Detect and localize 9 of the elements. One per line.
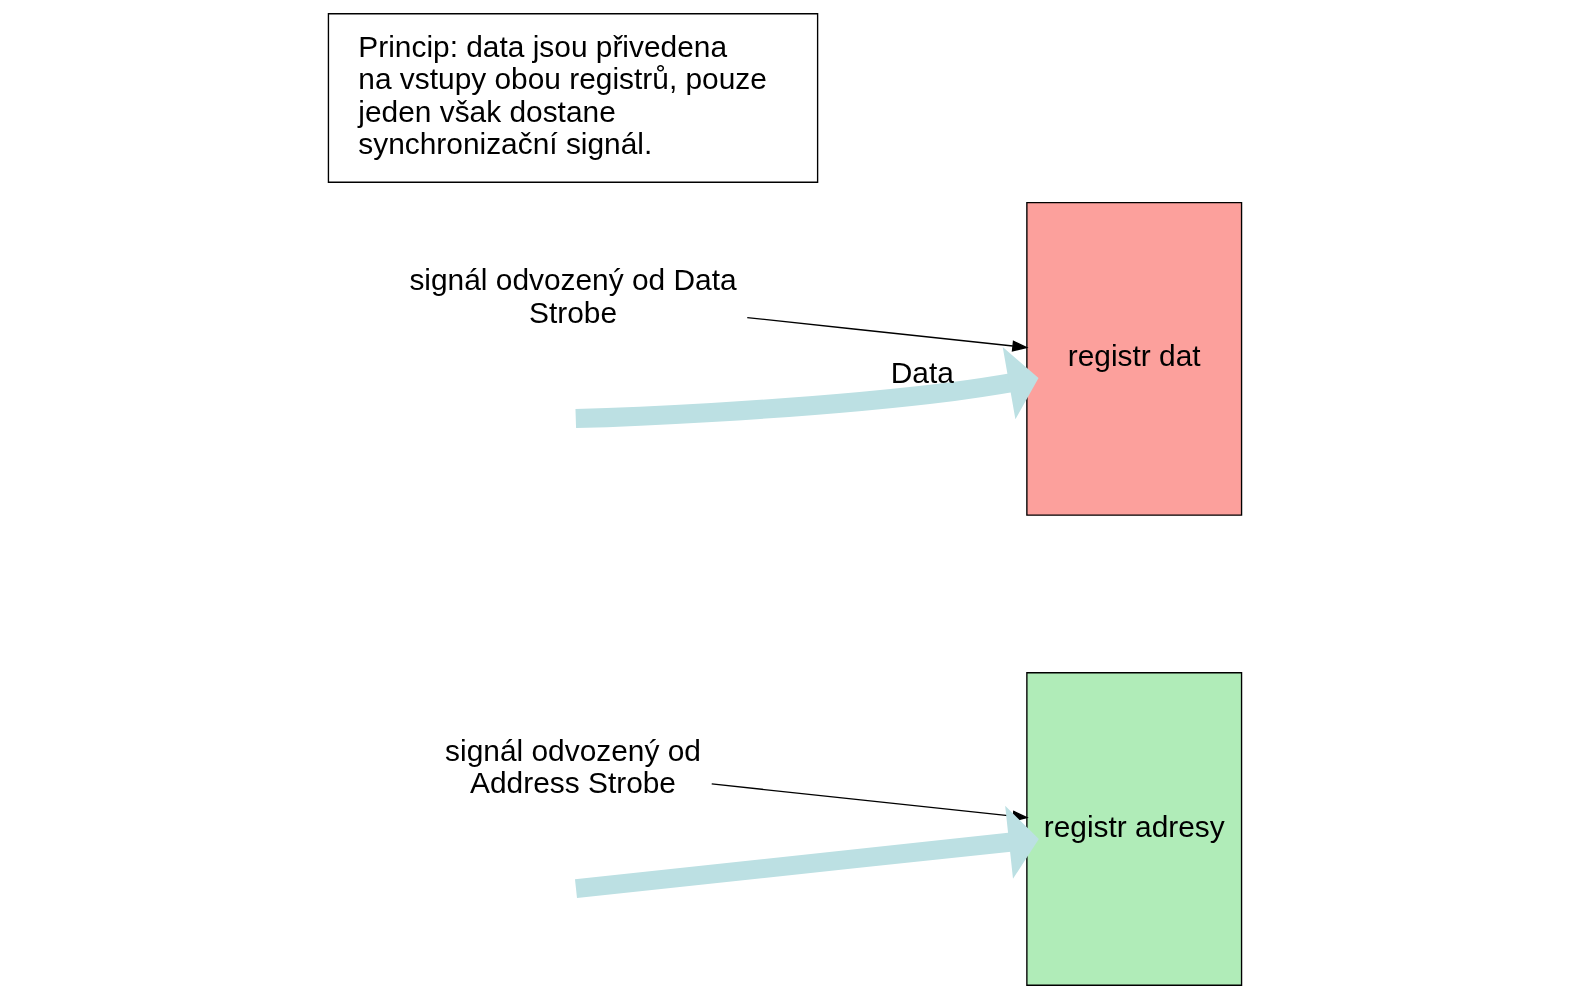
node-box: Princip: data jsou přivedena na vstupy obou registrů, pouze jeden však dostane synchronizační signál. xyxy=(327,13,818,183)
node-text: signál odvozený od Address Strobe xyxy=(444,733,701,800)
edge-label: Data xyxy=(890,355,954,389)
arrow xyxy=(574,805,1039,899)
node-box: registr adresy xyxy=(1025,672,1242,986)
node-text: signál odvozený od Data Strobe xyxy=(408,263,737,329)
arrow xyxy=(574,347,1039,429)
arrow xyxy=(746,316,1029,352)
node-box: registr dat xyxy=(1025,201,1242,516)
